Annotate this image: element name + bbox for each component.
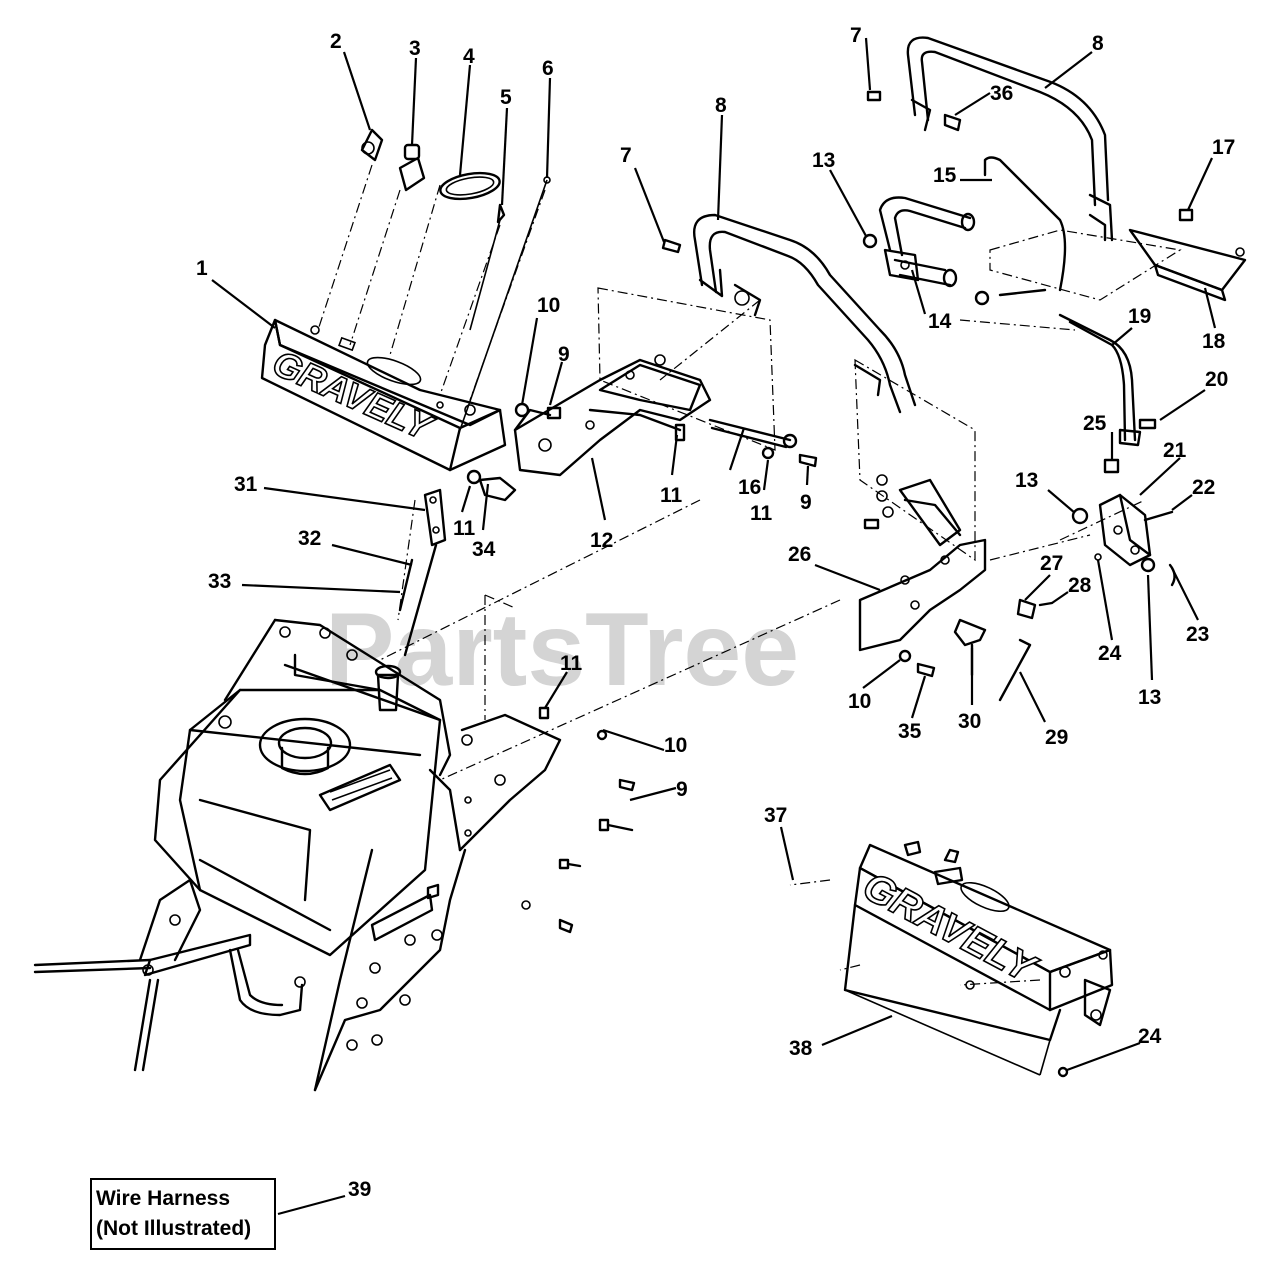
lever-right [1058, 313, 1157, 447]
callout-5: 5 [500, 86, 512, 109]
callout-35: 35 [898, 720, 922, 743]
callout-38: 38 [789, 1037, 813, 1060]
callout-6: 6 [542, 57, 554, 80]
bolts-center [514, 402, 818, 468]
note-line-1: Wire Harness [96, 1187, 231, 1210]
linkage-rod [398, 469, 517, 657]
callout-11-right: 11 [750, 502, 773, 525]
callout-24-bottom: 24 [1138, 1025, 1162, 1048]
callout-1: 1 [196, 257, 208, 280]
grip-bar [862, 156, 1067, 306]
callout-13-bottom: 13 [1138, 686, 1161, 709]
callout-16: 16 [738, 476, 761, 499]
handle-mount-bracket [513, 354, 712, 477]
callout-23: 23 [1186, 623, 1209, 646]
callout-8-left: 8 [715, 94, 727, 117]
callout-25: 25 [1083, 412, 1107, 435]
callout-31: 31 [234, 473, 258, 496]
callout-14: 14 [928, 310, 952, 333]
callout-33: 33 [208, 570, 231, 593]
callout-7-left: 7 [620, 144, 632, 167]
callout-21: 21 [1163, 439, 1187, 462]
callout-28: 28 [1068, 574, 1092, 597]
callout-2: 2 [330, 30, 342, 53]
callout-3: 3 [409, 37, 421, 60]
callout-27: 27 [1040, 552, 1063, 575]
callout-10-bottom: 10 [664, 734, 687, 757]
callout-10-top: 10 [537, 294, 560, 317]
assembly-lines [317, 164, 1182, 986]
callout-20: 20 [1205, 368, 1228, 391]
callout-11-center: 11 [660, 484, 683, 507]
callout-9-center: 9 [800, 491, 812, 514]
callout-9-top: 9 [558, 343, 570, 366]
callout-numbers: 2 3 4 5 6 1 10 9 7 8 12 11 16 11 9 31 32… [196, 24, 1235, 1201]
pivot-bracket [998, 458, 1176, 702]
callout-11-bottom: 11 [560, 652, 583, 675]
wire-harness-note: Wire Harness (Not Illustrated) [90, 1178, 276, 1250]
inset-control-panel: GRAVELY [843, 840, 1114, 1078]
leader-lines [211, 37, 1217, 1216]
callout-29: 29 [1045, 726, 1068, 749]
handle-left [661, 213, 917, 414]
right-bracket-assembly [858, 474, 987, 678]
small-parts-top-left [360, 128, 551, 431]
note-line-2: (Not Illustrated) [96, 1217, 252, 1240]
callout-34: 34 [472, 538, 496, 561]
callout-30: 30 [958, 710, 981, 733]
callout-8-right: 8 [1092, 32, 1104, 55]
callout-24-mid: 24 [1098, 642, 1122, 665]
inset-brand-logo: GRAVELY [856, 864, 1045, 992]
watermark: PartsTree [325, 592, 799, 708]
handle-right [866, 36, 1114, 242]
callout-19: 19 [1128, 305, 1151, 328]
callout-4: 4 [463, 45, 475, 68]
callout-26: 26 [788, 543, 811, 566]
callout-36: 36 [990, 82, 1013, 105]
callout-18: 18 [1202, 330, 1226, 353]
callout-12: 12 [590, 529, 613, 552]
callout-32: 32 [298, 527, 321, 550]
callout-13-mid: 13 [1015, 469, 1038, 492]
callout-39: 39 [348, 1178, 371, 1201]
callout-17: 17 [1212, 136, 1235, 159]
callout-10-right: 10 [848, 690, 871, 713]
top-right-plate [1128, 208, 1247, 302]
callout-7-right: 7 [850, 24, 862, 47]
main-frame [223, 618, 636, 1092]
fuel-tank [33, 653, 442, 1072]
callout-15: 15 [933, 164, 957, 187]
callout-9-bottom: 9 [676, 778, 688, 801]
callout-11-left: 11 [453, 517, 476, 540]
control-panel: GRAVELY [260, 318, 507, 472]
callout-22: 22 [1192, 476, 1215, 499]
callout-13-top: 13 [812, 149, 835, 172]
callout-37: 37 [764, 804, 787, 827]
